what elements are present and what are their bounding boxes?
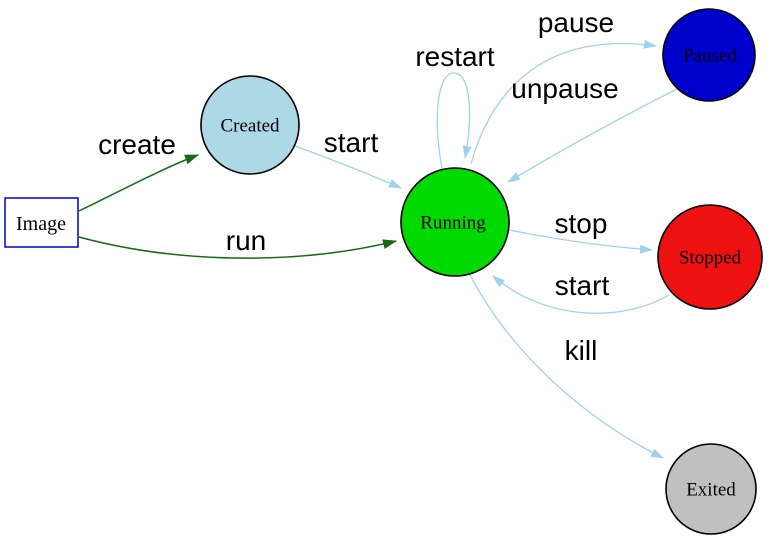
edge-run: [78, 236, 397, 259]
edge-restart-self-loop: [436, 72, 472, 170]
edge-start-stopped-running: [492, 275, 670, 314]
node-stopped: [657, 204, 763, 310]
edge-start-created-running: [294, 145, 402, 189]
edge-pause: [470, 39, 657, 165]
edge-unpause: [507, 88, 678, 183]
edge-kill: [469, 274, 664, 459]
edge-label-kill: kill: [565, 335, 598, 366]
edge-label-create: create: [98, 129, 176, 160]
edge-label-restart: restart: [415, 41, 495, 72]
node-image: [4, 197, 79, 248]
node-label-image: Image: [16, 213, 66, 235]
node-label-stopped: Stopped: [679, 248, 742, 269]
edge-label-start2: start: [555, 270, 610, 301]
node-paused: [662, 8, 756, 102]
node-running: [400, 167, 510, 277]
edge-stop: [508, 229, 653, 254]
edge-create: [78, 154, 199, 212]
edge-label-pause: pause: [538, 7, 614, 38]
node-label-paused: Paused: [683, 46, 737, 67]
edge-label-stop: stop: [555, 208, 608, 239]
edge-label-start: start: [324, 127, 379, 158]
node-label-running: Running: [420, 213, 486, 234]
node-label-created: Created: [220, 116, 280, 137]
edge-label-run: run: [226, 225, 266, 256]
node-created: [200, 75, 300, 175]
node-exited: [665, 443, 757, 535]
edge-label-unpause: unpause: [511, 73, 618, 104]
node-label-exited: Exited: [686, 480, 736, 501]
